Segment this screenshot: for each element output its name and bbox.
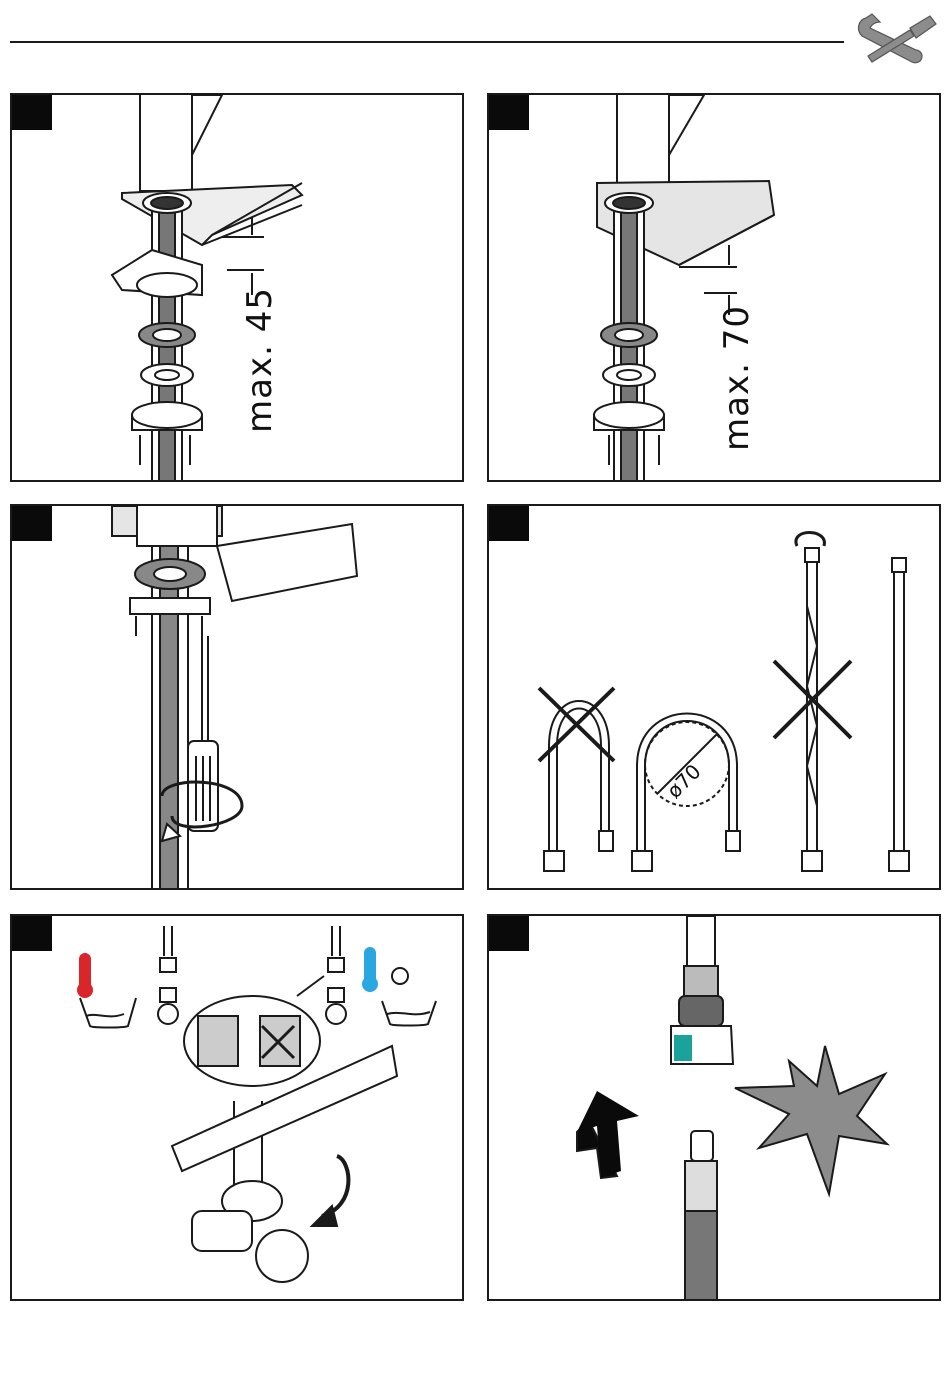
header-rule	[10, 41, 844, 43]
dimension-label: max. 70	[717, 305, 757, 451]
quick-connector-diagram	[489, 916, 941, 1301]
screwdriver-tighten-diagram	[12, 506, 464, 890]
step-panel-2: max. 70	[487, 93, 941, 482]
faucet-mount-diagram	[489, 95, 941, 482]
step-panel-1: max. 45	[10, 93, 464, 482]
hose-routing-diagram	[489, 506, 941, 890]
valve-connection-diagram	[12, 916, 464, 1301]
step-panel-3	[10, 504, 464, 890]
dimension-label: max. 45	[240, 287, 280, 433]
step-panel-6	[487, 914, 941, 1301]
wrench-screwdriver-icon	[852, 10, 940, 66]
faucet-mount-diagram	[12, 95, 464, 482]
step-panel-5	[10, 914, 464, 1301]
step-panel-4: ø70	[487, 504, 941, 890]
